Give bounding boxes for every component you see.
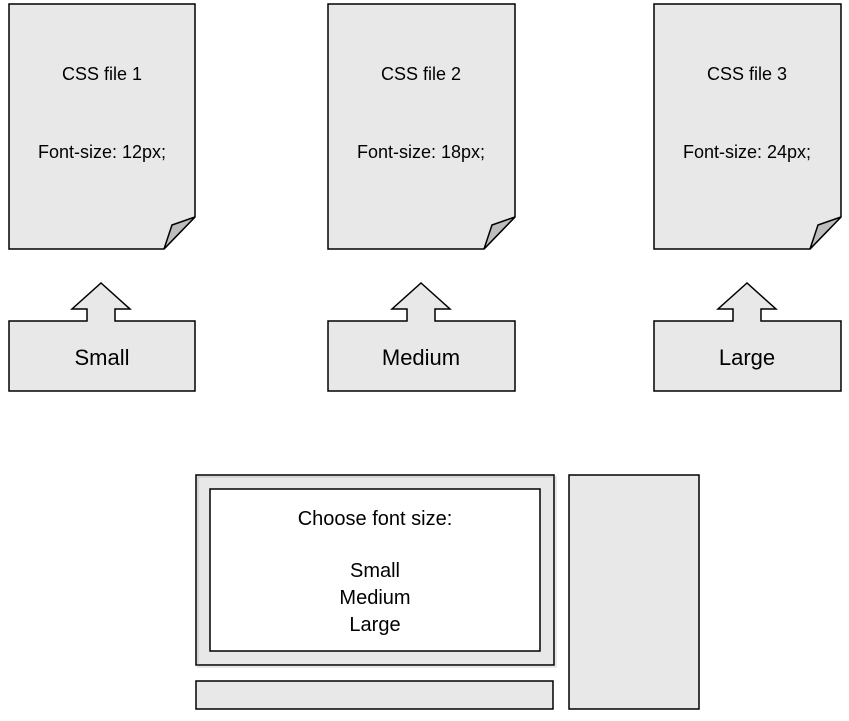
css-file-1-rule: Font-size: 12px; [37,142,167,162]
computer-tower [568,474,700,710]
page-fold-icon [809,216,842,250]
monitor-screen [209,488,541,652]
large-button-shape[interactable] [653,281,842,392]
css-file-1-title: CSS file 1 [61,64,143,84]
keyboard [195,680,554,710]
medium-button-shape[interactable] [327,281,516,392]
css-file-3-title: CSS file 3 [706,64,788,84]
screen-option-small[interactable]: Small [349,560,400,582]
large-button-label[interactable]: Large [718,345,776,370]
computer-monitor [195,474,557,668]
small-button-label[interactable]: Small [74,345,130,370]
medium-button-label[interactable]: Medium [381,345,461,370]
page-fold-icon [483,216,516,250]
css-file-3-document [653,3,842,250]
css-file-3-rule: Font-size: 24px; [682,142,812,162]
css-file-2-title: CSS file 2 [380,64,462,84]
screen-prompt: Choose font size: [297,508,453,530]
small-button-shape[interactable] [8,281,196,392]
page-fold-icon [163,216,196,250]
css-file-2-rule: Font-size: 18px; [356,142,486,162]
css-file-2-document [327,3,516,250]
screen-option-large[interactable]: Large [349,614,401,636]
screen-option-medium[interactable]: Medium [339,587,411,609]
css-file-1-document [8,3,196,250]
